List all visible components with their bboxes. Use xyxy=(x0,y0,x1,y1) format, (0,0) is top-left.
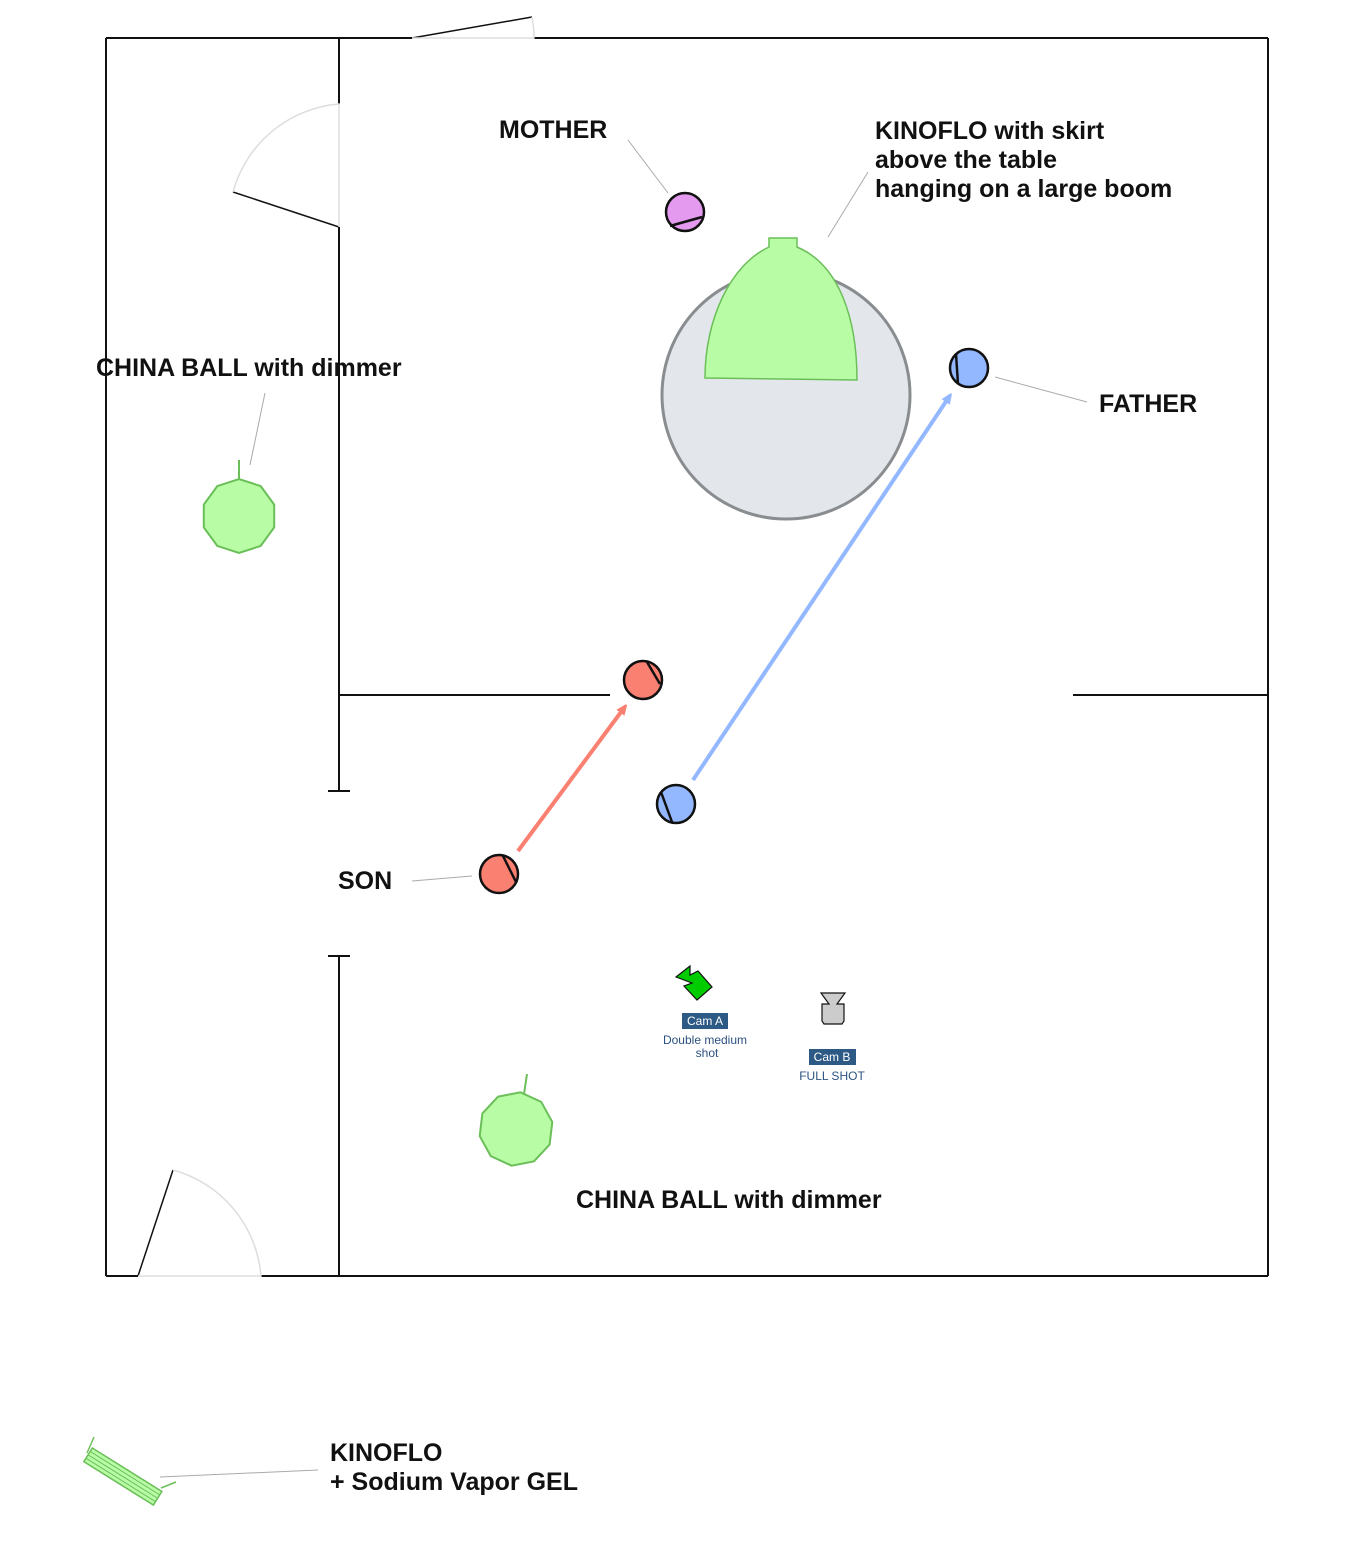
leader-father xyxy=(994,376,1088,403)
camera-a-icon xyxy=(674,964,713,1001)
camera-b-icon xyxy=(819,992,847,1025)
mother-marker[interactable] xyxy=(664,191,706,233)
camera-a-description-line1: Double medium xyxy=(663,1033,747,1047)
son-marker-start[interactable] xyxy=(478,853,520,895)
son-movement-arrow xyxy=(516,708,624,853)
leader-kinoflo-boom xyxy=(827,171,869,238)
china-ball-left[interactable] xyxy=(202,460,276,555)
kinoflo-skirt-light xyxy=(704,237,858,381)
father-movement-arrow xyxy=(691,397,949,782)
china-ball-bottom[interactable] xyxy=(478,1073,554,1167)
kinoflo-gel-label-line1: KINOFLO xyxy=(330,1439,443,1467)
china-ball-left-label: CHINA BALL with dimmer xyxy=(96,354,402,382)
leader-china-ball-left xyxy=(249,392,266,466)
door-bottom-left xyxy=(137,1169,262,1277)
kinoflo-boom-label-line2: above the table xyxy=(875,146,1057,174)
mother-label: MOTHER xyxy=(499,116,607,144)
walls xyxy=(105,37,1269,1277)
kinoflo-gel-label-line2: + Sodium Vapor GEL xyxy=(330,1468,578,1496)
son-label: SON xyxy=(338,867,392,895)
kinoflo-boom-label-line3: hanging on a large boom xyxy=(875,175,1172,203)
father-label: FATHER xyxy=(1099,390,1197,418)
door-top xyxy=(411,16,535,39)
camera-b-tag xyxy=(809,1049,856,1065)
son-marker-end[interactable] xyxy=(622,659,664,701)
father-marker[interactable] xyxy=(948,347,990,389)
leader-mother xyxy=(627,139,669,194)
camera-a[interactable]: Cam A Double medium shot xyxy=(663,964,747,1060)
door-left-upper xyxy=(232,103,340,228)
camera-b[interactable]: Cam B FULL SHOT xyxy=(799,992,865,1083)
leader-son xyxy=(411,875,473,882)
leader-lines xyxy=(159,139,1088,1478)
camera-b-description: FULL SHOT xyxy=(799,1069,865,1083)
kinoflo-boom-label-line1: KINOFLO with skirt xyxy=(875,117,1105,145)
camera-a-tag xyxy=(682,1013,728,1029)
kinoflo-gel-light[interactable] xyxy=(82,1436,177,1507)
camera-b-tag-label: Cam B xyxy=(814,1050,851,1064)
father-marker-start[interactable] xyxy=(655,783,697,825)
camera-a-tag-label: Cam A xyxy=(687,1014,723,1028)
china-ball-bottom-label: CHINA BALL with dimmer xyxy=(576,1186,882,1214)
camera-a-description-line2: shot xyxy=(696,1046,719,1060)
leader-kinoflo-gel xyxy=(159,1469,319,1478)
